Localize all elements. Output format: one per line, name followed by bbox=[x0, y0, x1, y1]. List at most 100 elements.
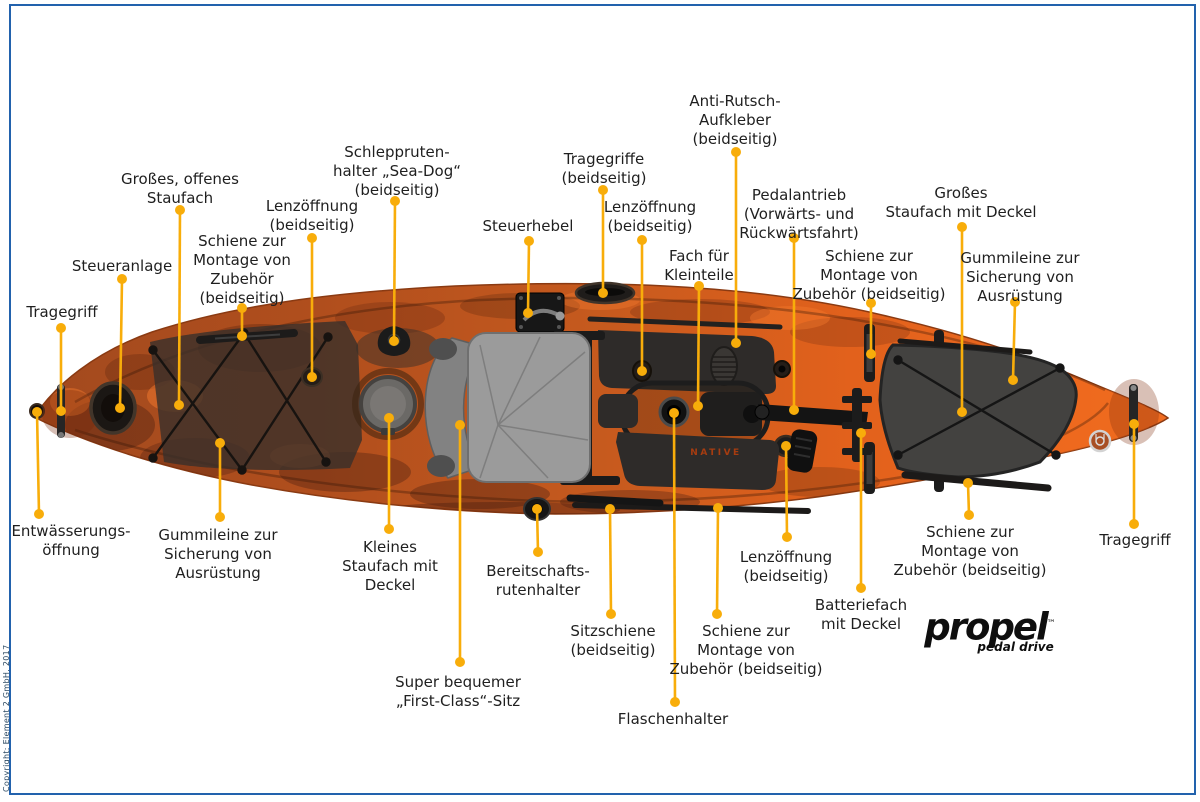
propel-tagline: pedal drive bbox=[977, 640, 1054, 655]
callout-line: Aufkleber bbox=[698, 111, 772, 129]
stern-emblem bbox=[1088, 429, 1112, 453]
leader-line-schiene-montage-mitte-unten bbox=[715, 507, 720, 615]
callout-lenzoeffnung-heck: Lenzöffnung(beidseitig) bbox=[740, 548, 832, 586]
callout-line: Sitzschiene bbox=[570, 622, 656, 640]
leader-dot-feature-anti-rutsch-aufkleber bbox=[731, 338, 741, 348]
callout-line: Bereitschafts- bbox=[486, 562, 590, 580]
callout-line: Entwässerungs- bbox=[11, 522, 131, 540]
leader-dot-label-bereitschaftsrutenhalter bbox=[533, 547, 543, 557]
callout-line: (beidseitig) bbox=[743, 567, 829, 585]
leader-dot-label-schiene-montage-rechts-oben bbox=[866, 298, 876, 308]
propel-wordmark: propel™ bbox=[924, 605, 1056, 649]
callout-line: Super bequemer bbox=[395, 673, 521, 691]
leader-dot-feature-super-bequemer-sitz bbox=[455, 420, 465, 430]
leader-dot-feature-schiene-montage-mitte-unten bbox=[713, 503, 723, 513]
leader-dot-label-schiene-montage-bug bbox=[237, 303, 247, 313]
callout-line: (beidseitig) bbox=[269, 216, 355, 234]
leader-dot-label-lenzoeffnung-heck bbox=[782, 532, 792, 542]
leader-line-bereitschaftsrutenhalter bbox=[535, 508, 540, 553]
gunwale-rail-top bbox=[587, 316, 783, 330]
battery-compartment bbox=[842, 388, 872, 462]
callout-line: Deckel bbox=[364, 576, 416, 594]
callout-line: Pedalantrieb bbox=[751, 186, 847, 204]
leader-dot-label-sitzschiene bbox=[606, 609, 616, 619]
callout-line: Gummileine zur bbox=[960, 249, 1080, 267]
leader-dot-feature-sitzschiene bbox=[605, 504, 615, 514]
leader-dot-label-gummileine-heck bbox=[1010, 297, 1020, 307]
callout-line: Schleppruten- bbox=[344, 143, 450, 161]
callout-line: Montage von bbox=[697, 641, 795, 659]
callout-line: (beidseitig) bbox=[692, 130, 778, 148]
leader-dot-label-flaschenhalter bbox=[670, 697, 680, 707]
callout-line: Zubehör bbox=[210, 270, 274, 288]
callout-line: Schiene zur bbox=[825, 247, 913, 265]
callout-flaschenhalter: Flaschenhalter bbox=[618, 710, 728, 729]
callout-line: Großes, offenes bbox=[121, 170, 239, 188]
leader-dot-label-schlepprutenhalter bbox=[390, 196, 400, 206]
callout-sitzschiene: Sitzschiene(beidseitig) bbox=[570, 622, 655, 660]
callout-steuerhebel: Steuerhebel bbox=[483, 217, 574, 236]
callout-line: Staufach bbox=[146, 189, 214, 207]
leader-dot-label-anti-rutsch-aufkleber bbox=[731, 147, 741, 157]
callout-line: Steueranlage bbox=[71, 257, 173, 275]
callout-line: Gummileine zur bbox=[158, 526, 278, 544]
leader-dot-label-tragegriffe bbox=[598, 185, 608, 195]
callout-line: Kleinteile bbox=[664, 266, 734, 284]
callout-line: Schiene zur bbox=[926, 523, 1014, 541]
leader-dot-label-lenzoeffnung-bug bbox=[307, 233, 317, 243]
callout-line: Fach für bbox=[669, 247, 729, 265]
accessory-rail-front-left bbox=[196, 329, 298, 344]
callout-line: (beidseitig) bbox=[354, 181, 440, 199]
propel-logo: propel™ pedal drive bbox=[924, 604, 1056, 655]
leader-dot-feature-schiene-montage-bug bbox=[237, 331, 247, 341]
callout-line: (Vorwärts- und bbox=[743, 205, 855, 223]
leader-dot-feature-steuerhebel bbox=[523, 308, 533, 318]
callout-line: öffnung bbox=[42, 541, 100, 559]
callout-line: Schiene zur bbox=[702, 622, 790, 640]
leader-dot-label-steuerhebel bbox=[524, 236, 534, 246]
leader-dot-label-pedalantrieb bbox=[789, 233, 799, 243]
leader-dot-feature-batteriefach-mit-deckel bbox=[856, 428, 866, 438]
callout-line: halter „Sea-Dog“ bbox=[332, 162, 462, 180]
callout-line: Ausrüstung bbox=[977, 287, 1063, 305]
leader-dot-feature-schiene-montage-heck bbox=[963, 478, 973, 488]
callout-line: (beidseitig) bbox=[607, 217, 693, 235]
seat-pan bbox=[467, 332, 591, 483]
leader-dot-label-kleines-staufach-mit-deckel bbox=[384, 524, 394, 534]
leader-dot-feature-kleines-staufach-mit-deckel bbox=[384, 413, 394, 423]
leader-dot-label-schiene-montage-heck bbox=[964, 510, 974, 520]
callout-line: Großes bbox=[934, 184, 988, 202]
callout-line: Staufach mit Deckel bbox=[885, 203, 1037, 221]
callout-line: „First-Class“-Sitz bbox=[395, 692, 521, 710]
callout-line: Tragegriff bbox=[26, 303, 98, 321]
leader-dot-feature-flaschenhalter bbox=[669, 408, 679, 418]
callout-line: Staufach mit bbox=[342, 557, 438, 575]
leader-line-gummileine-heck bbox=[1011, 301, 1017, 381]
rear-storage-hatch bbox=[878, 338, 1078, 479]
callout-line: Zubehör (beidseitig) bbox=[893, 561, 1047, 579]
callout-schlepprutenhalter: Schleppruten-halter „Sea-Dog“(beidseitig… bbox=[333, 143, 461, 200]
leader-dot-label-fach-fuer-kleinteile bbox=[694, 281, 704, 291]
leader-dot-label-lenzoeffnung-mitte bbox=[637, 235, 647, 245]
leader-dot-feature-tragegriffe bbox=[598, 288, 608, 298]
leader-dot-label-super-bequemer-sitz bbox=[455, 657, 465, 667]
leader-line-steuerhebel bbox=[526, 240, 531, 314]
callout-line: Lenzöffnung bbox=[603, 198, 697, 216]
callout-line: Ausrüstung bbox=[175, 564, 261, 582]
leader-dot-feature-grosses-offenes-staufach bbox=[174, 400, 184, 410]
leader-dot-feature-schlepprutenhalter bbox=[389, 336, 399, 346]
leader-dot-feature-lenzoeffnung-heck bbox=[781, 441, 791, 451]
callout-bereitschaftsrutenhalter: Bereitschafts-rutenhalter bbox=[486, 562, 590, 600]
callout-super-bequemer-sitz: Super bequemer„First-Class“-Sitz bbox=[395, 673, 521, 711]
seat-seams bbox=[479, 336, 589, 479]
small-parts-tray bbox=[700, 392, 762, 436]
callout-line: Zubehör (beidseitig) bbox=[792, 285, 946, 303]
